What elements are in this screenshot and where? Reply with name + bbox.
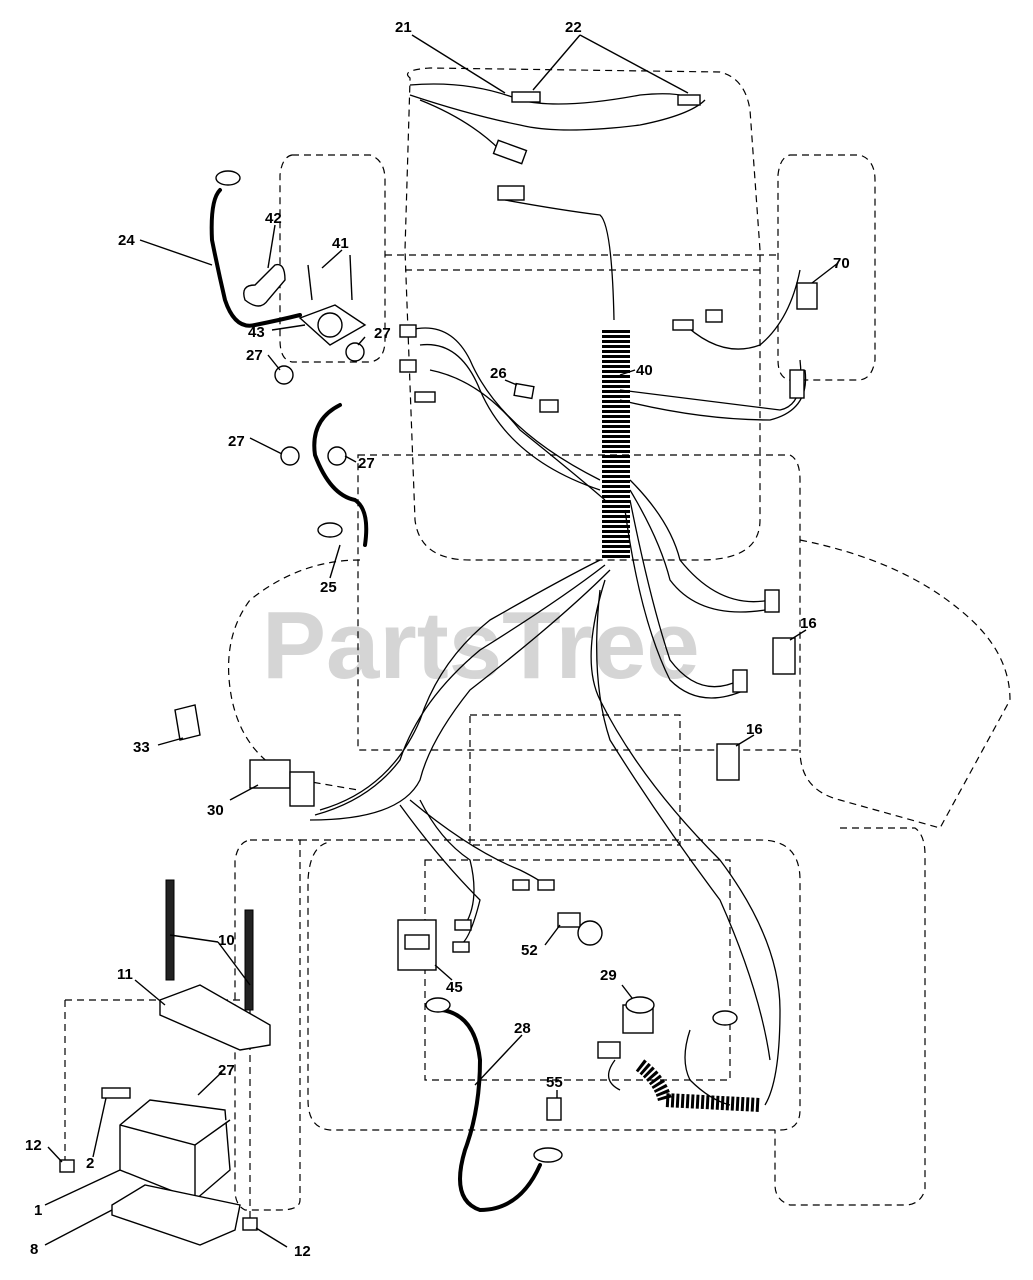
callout-24[interactable]: 24 <box>118 232 135 249</box>
nut-27a <box>274 365 294 385</box>
callout-41[interactable]: 41 <box>332 235 349 252</box>
switch-70 <box>796 282 818 310</box>
holddown-11 <box>159 984 271 1051</box>
ground-cable-25 <box>312 403 369 547</box>
callout-8[interactable]: 8 <box>30 1241 38 1258</box>
tractor-outline <box>64 67 1011 1230</box>
bolt-10a <box>165 879 175 981</box>
callout-16-b[interactable]: 16 <box>746 721 763 738</box>
switch-16b <box>716 743 740 781</box>
callout-12-b[interactable]: 12 <box>294 1243 311 1260</box>
tray-8 <box>111 1184 241 1246</box>
nut-27b <box>345 342 365 362</box>
battery-1 <box>119 1099 231 1201</box>
callout-27-b[interactable]: 27 <box>374 325 391 342</box>
callout-22[interactable]: 22 <box>565 19 582 36</box>
callout-45[interactable]: 45 <box>446 979 463 996</box>
callout-2[interactable]: 2 <box>86 1155 94 1172</box>
watermark: PartsTree <box>262 592 700 699</box>
callout-12-a[interactable]: 12 <box>25 1137 42 1154</box>
callout-21[interactable]: 21 <box>395 19 412 36</box>
callout-43[interactable]: 43 <box>248 324 265 341</box>
callout-25[interactable]: 25 <box>320 579 337 596</box>
nut-27d <box>327 446 347 466</box>
callout-70[interactable]: 70 <box>833 255 850 272</box>
callout-29[interactable]: 29 <box>600 967 617 984</box>
battery-cable-24 <box>209 188 302 328</box>
nut-12a <box>59 1159 75 1173</box>
connector-21 <box>492 139 528 165</box>
callout-28[interactable]: 28 <box>514 1020 531 1037</box>
grommet-22b <box>677 94 701 106</box>
nut-12b <box>242 1217 258 1231</box>
wiring-harness <box>309 83 807 1106</box>
fuse-26 <box>513 382 535 400</box>
ignition-switch-30 <box>249 759 291 789</box>
leader-lines <box>44 34 839 1248</box>
callout-1[interactable]: 1 <box>34 1202 42 1219</box>
bolt-55 <box>546 1097 562 1121</box>
callout-27-e[interactable]: 27 <box>218 1062 235 1079</box>
bulb-socket-52 <box>557 912 581 928</box>
callout-26[interactable]: 26 <box>490 365 507 382</box>
callout-40[interactable]: 40 <box>636 362 653 379</box>
switch-16a <box>772 637 796 675</box>
bracket-33 <box>174 704 201 741</box>
callout-33[interactable]: 33 <box>133 739 150 756</box>
conduit-40 <box>602 330 761 1112</box>
bolt-2 <box>101 1087 131 1099</box>
callout-55[interactable]: 55 <box>546 1074 563 1091</box>
cables <box>209 188 542 1213</box>
callout-42[interactable]: 42 <box>265 210 282 227</box>
callout-27-c[interactable]: 27 <box>228 433 245 450</box>
callout-27-d[interactable]: 27 <box>358 455 375 472</box>
cable-28 <box>440 1008 542 1213</box>
callout-11[interactable]: 11 <box>117 966 133 983</box>
nut-27c <box>280 446 300 466</box>
ring-terminal-24 <box>215 170 241 186</box>
callout-27-a[interactable]: 27 <box>246 347 263 364</box>
callout-10[interactable]: 10 <box>218 932 235 949</box>
callout-16-a[interactable]: 16 <box>800 615 817 632</box>
grommet-22a <box>511 91 541 103</box>
bolt-10b <box>244 909 254 1011</box>
components <box>59 91 818 1246</box>
callouts: 21 22 24 42 41 43 27 27 27 27 26 40 70 2… <box>25 19 850 1260</box>
cover-42 <box>243 263 286 307</box>
callout-30[interactable]: 30 <box>207 802 224 819</box>
callout-52[interactable]: 52 <box>521 942 538 959</box>
